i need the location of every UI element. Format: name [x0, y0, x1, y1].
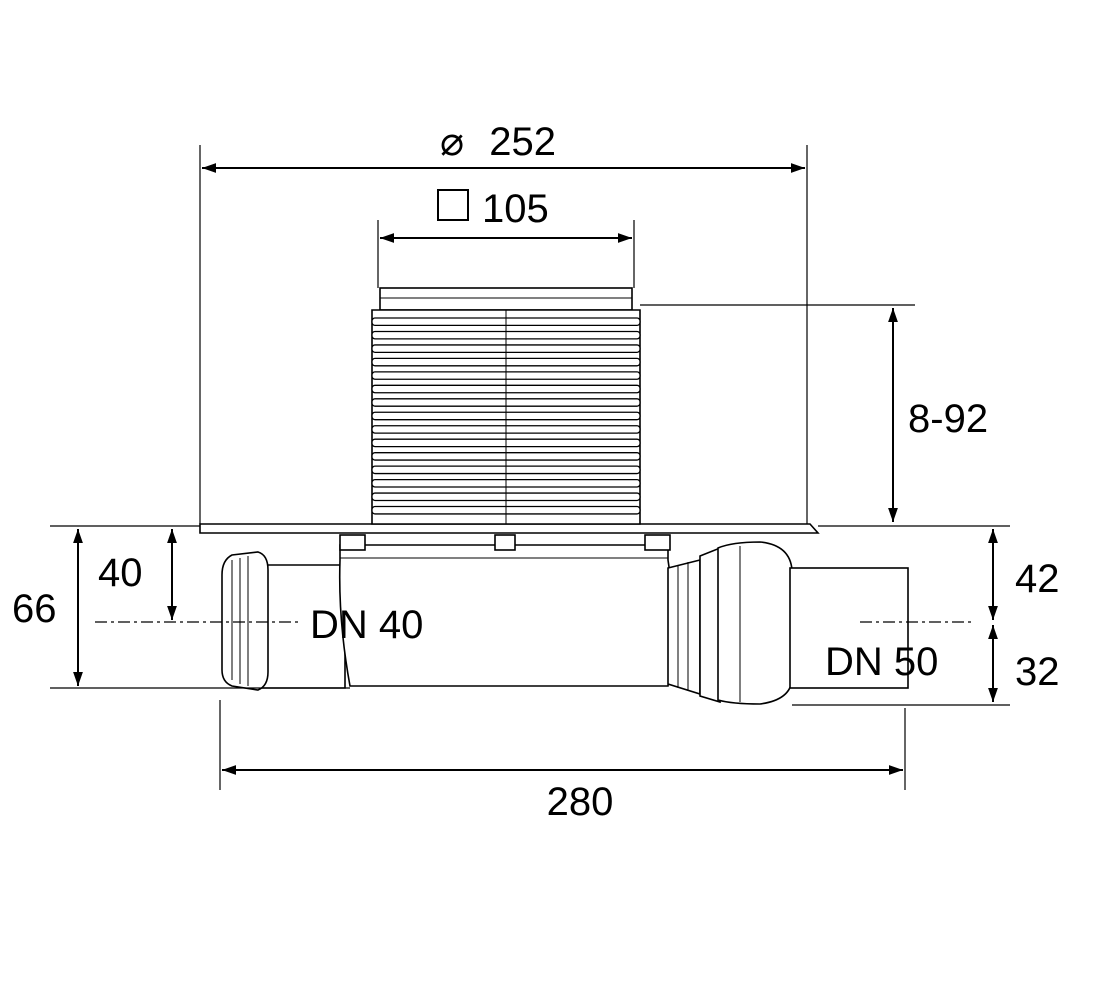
label-dn50: DN 50	[825, 640, 938, 684]
diameter-symbol-icon: ⌀	[440, 120, 464, 164]
square-symbol-icon	[437, 189, 469, 221]
label-252: 252	[489, 120, 556, 164]
label-42: 42	[1015, 557, 1060, 601]
label-32: 32	[1015, 650, 1060, 694]
svg-text:⌀ 252: ⌀ 252	[440, 120, 556, 164]
label-40: 40	[98, 551, 143, 595]
label-66: 66	[12, 587, 57, 631]
drain-body	[221, 534, 909, 705]
spacer-block-left	[339, 534, 366, 551]
riser-ribs	[371, 310, 641, 524]
flange-plate	[199, 523, 820, 534]
label-280: 280	[547, 780, 614, 824]
left-inlet-seal	[221, 551, 269, 691]
right-outlet-socket	[717, 541, 793, 705]
spacer-block-center	[494, 534, 516, 551]
extension-lines	[50, 145, 1010, 790]
label-dn40: DN 40	[310, 603, 423, 647]
label-8-92: 8-92	[908, 397, 988, 441]
spacer-block-right	[644, 534, 671, 551]
right-outlet-pipe	[789, 567, 909, 689]
label-105: 105	[482, 187, 549, 231]
right-connector-ribs	[667, 546, 721, 704]
